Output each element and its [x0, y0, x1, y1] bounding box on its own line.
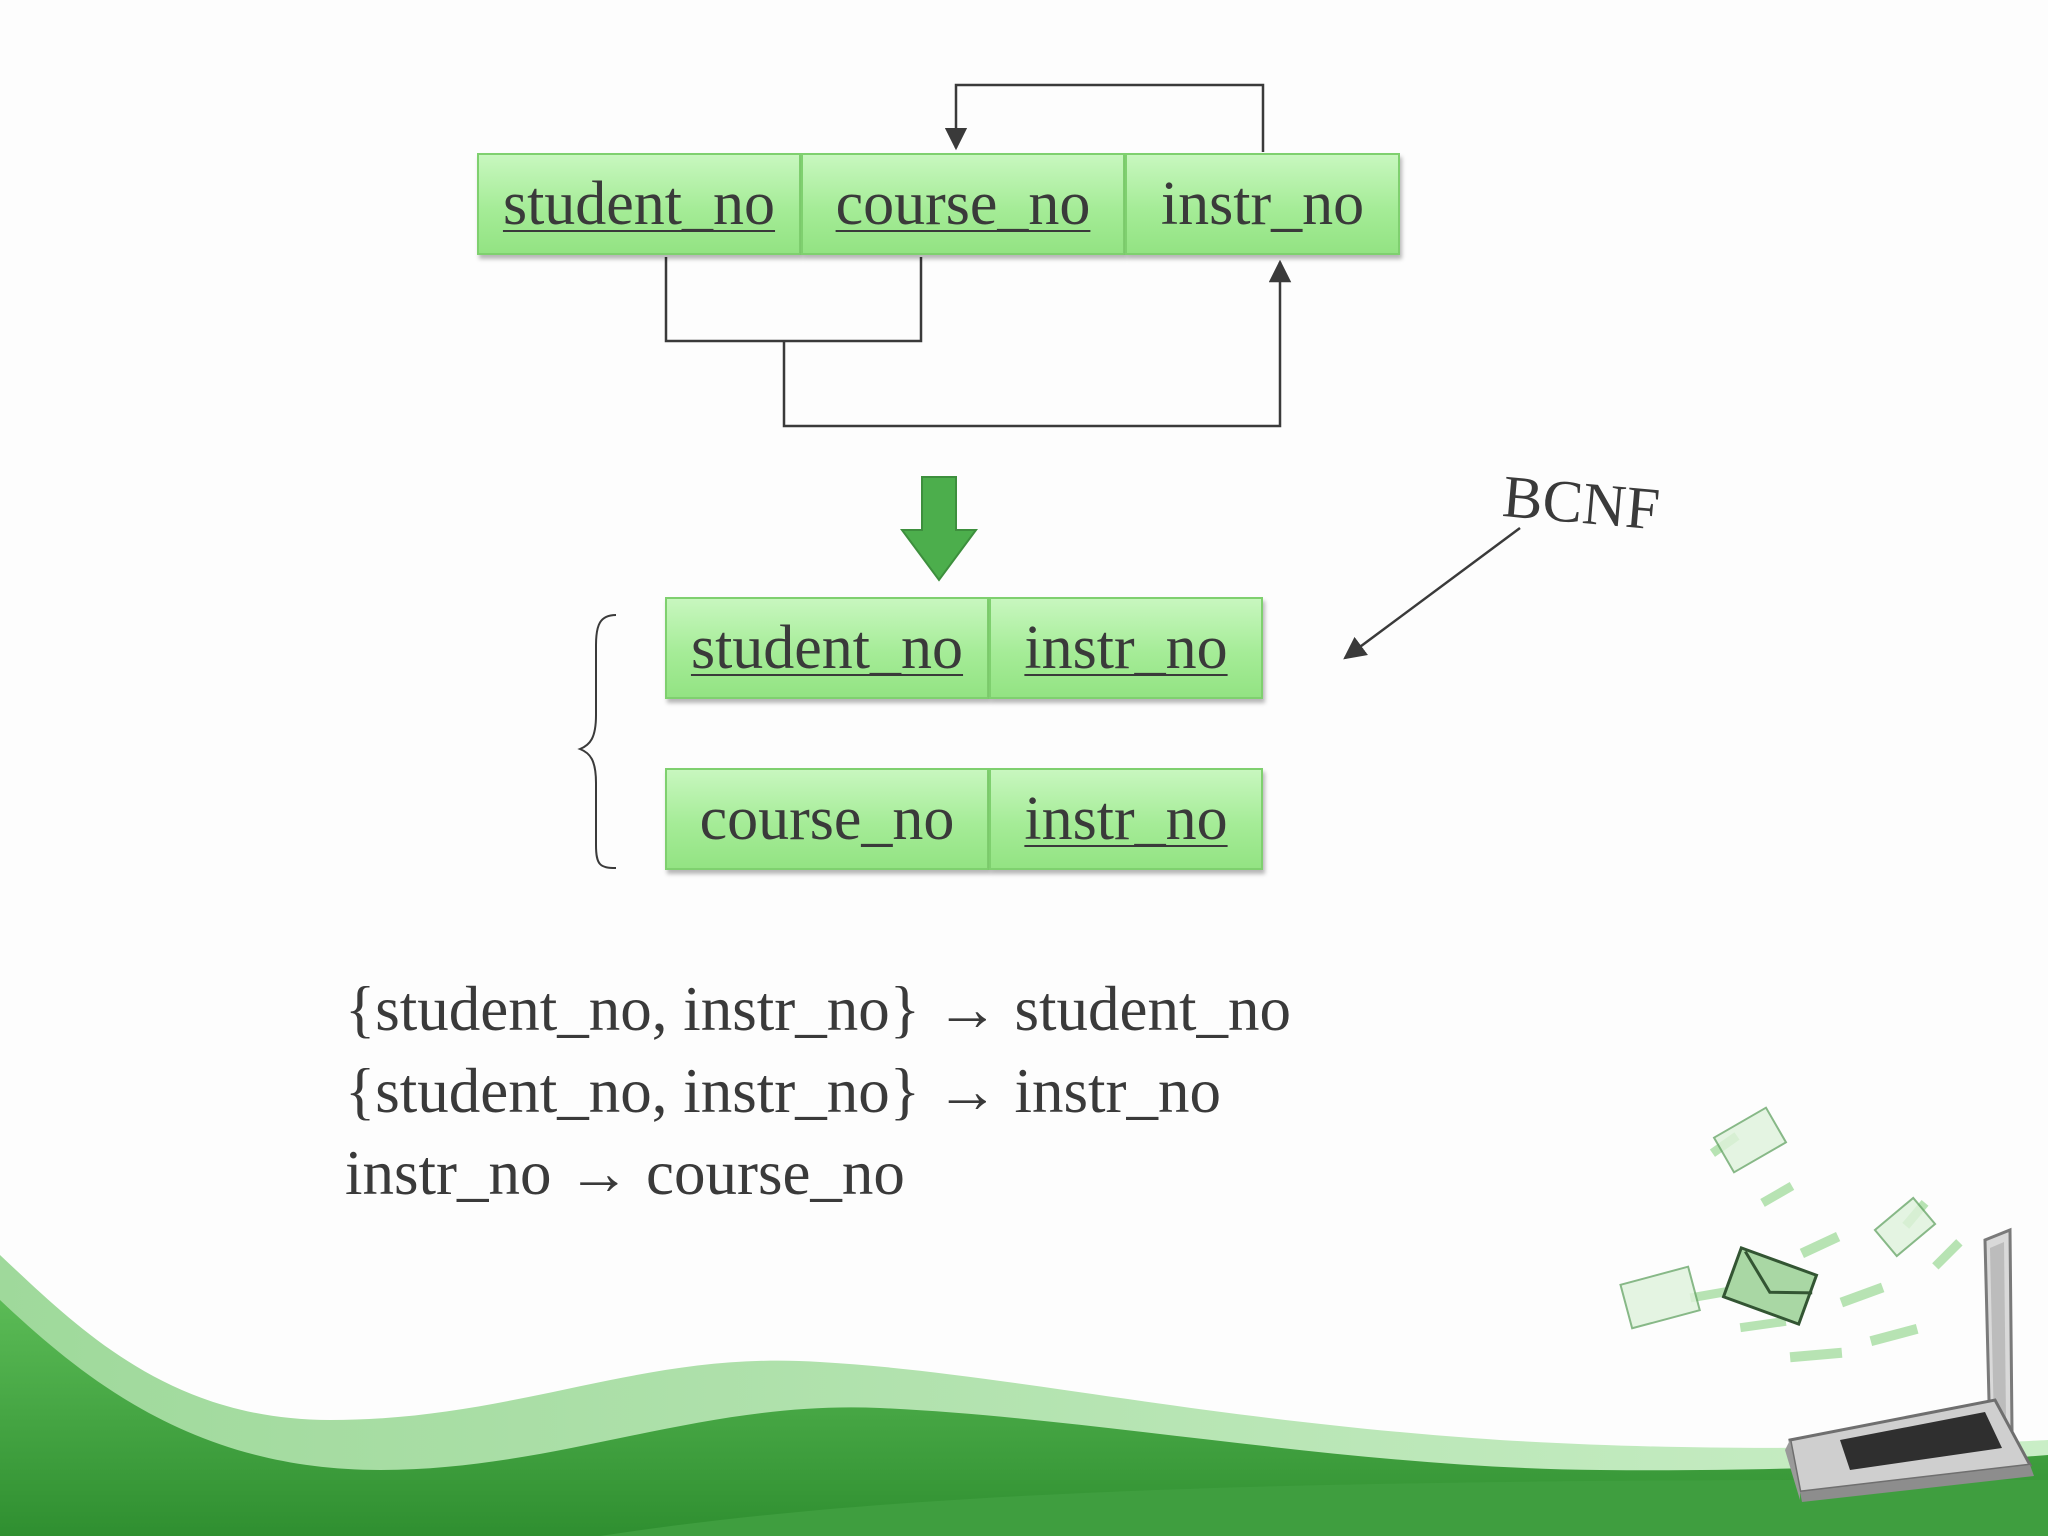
- laptop-with-flying-envelopes-icon: [1619, 1106, 2034, 1502]
- bcnf-pointer-arrow: [1343, 526, 1521, 660]
- functional-dependencies: {student_no, instr_no} → student_no {stu…: [345, 968, 1291, 1214]
- arrow-instr-to-course: [944, 83, 1265, 152]
- cell-instr-no: instr_no: [989, 597, 1263, 699]
- cell-student-no: student_no: [665, 597, 989, 699]
- fd-line: {student_no, instr_no} → student_no: [345, 974, 1291, 1044]
- bracket-student-course: [664, 257, 923, 343]
- cell-course-no: course_no: [801, 153, 1125, 255]
- fd-line: instr_no → course_no: [345, 1138, 905, 1208]
- fd-line: {student_no, instr_no} → instr_no: [345, 1056, 1221, 1126]
- cell-instr-no: instr_no: [989, 768, 1263, 870]
- block-arrow-down-icon: [900, 476, 978, 582]
- relation-decomposed-2: course_no instr_no: [665, 768, 1263, 870]
- cell-student-no: student_no: [477, 153, 801, 255]
- relation-original: student_no course_no instr_no: [477, 153, 1400, 255]
- cell-instr-no: instr_no: [1125, 153, 1400, 255]
- left-curly-brace-icon: [577, 614, 617, 869]
- relation-decomposed-1: student_no instr_no: [665, 597, 1263, 699]
- bcnf-label: BCNF: [1500, 463, 1663, 543]
- cell-course-no: course_no: [665, 768, 989, 870]
- arrow-key-to-instr: [782, 259, 1292, 428]
- green-wave-decoration: [0, 1255, 2048, 1536]
